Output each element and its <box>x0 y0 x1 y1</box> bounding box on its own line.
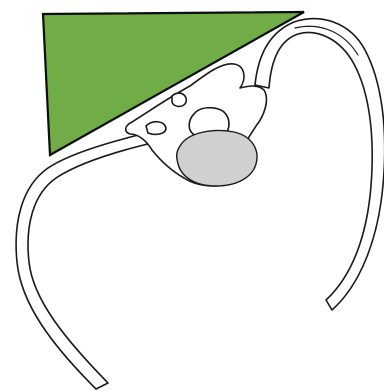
right-rib <box>255 19 384 310</box>
vertebral-body <box>177 131 257 186</box>
vertebral-body-shape <box>177 131 257 186</box>
left-rib <box>16 132 156 389</box>
